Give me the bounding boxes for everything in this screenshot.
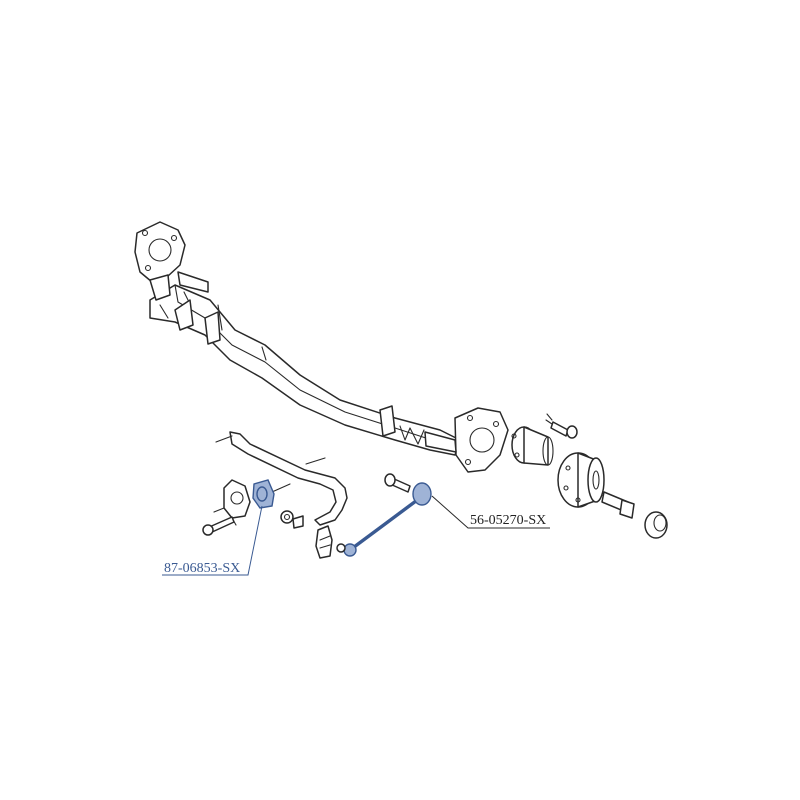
bushing-nut [280,510,304,529]
dust-cap [644,511,668,539]
label-stabilizer-bushing: 87-06853-SX [162,505,263,576]
wheel-hub [557,452,605,508]
clamp-bolt [202,516,235,536]
label-stabilizer-link: 56-05270-SX [431,495,550,529]
part-number-stabilizer-link: 56-05270-SX [470,513,546,528]
stub-axle [511,426,554,466]
stabilizer-bar [215,431,348,526]
left-axle-bracket [134,221,221,345]
link-lower-bracket [315,525,333,559]
stabilizer-bushing-highlight [252,479,275,509]
rear-axle-beam [149,284,461,456]
right-axle-bracket [379,405,509,473]
stabilizer-link-highlight [336,482,432,557]
link-upper-bolt [384,473,411,493]
axle-nut [601,491,635,519]
hub-bolt [545,413,578,439]
part-number-stabilizer-bushing: 87-06853-SX [164,561,240,576]
